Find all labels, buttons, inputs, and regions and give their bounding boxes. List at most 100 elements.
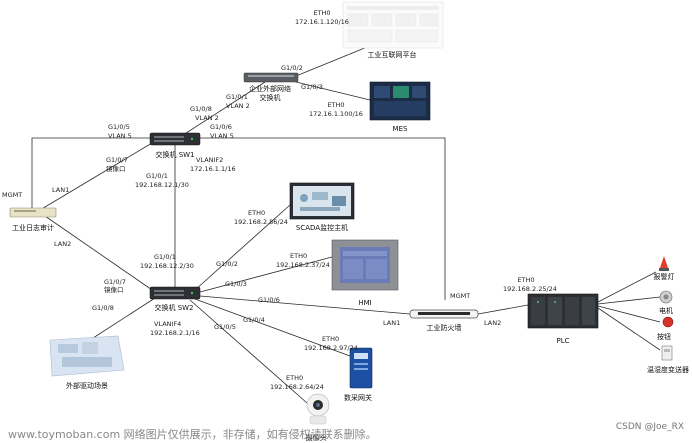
port-label: G1/0/7	[104, 278, 126, 286]
port-label: G1/0/2	[216, 260, 238, 268]
vlan-label: VLAN 2	[226, 102, 250, 110]
alarm-light-label: 报警灯	[654, 272, 675, 281]
iiot-platform-label: 工业互联网平台	[368, 50, 417, 59]
mes-eth-label: ETH0	[327, 101, 344, 109]
port-label: G1/0/1	[226, 93, 248, 101]
scada-ip-label: 192.168.2.86/24	[234, 218, 288, 226]
motor-label: 电机	[659, 306, 673, 315]
port-label: G1/0/7	[106, 156, 128, 164]
hmi-eth-label: ETH0	[290, 252, 307, 260]
push-button: 按钮	[657, 316, 674, 341]
link-enterprise-sw1	[179, 81, 266, 138]
link-sw2-gateway	[194, 298, 351, 357]
link-plc-sensor	[597, 307, 661, 351]
hmi-ip-label: 192.168.2.37/24	[276, 261, 330, 269]
mgmt-label: MGMT	[2, 191, 22, 199]
scada-eth-label: ETH0	[248, 209, 265, 217]
links	[31, 44, 661, 411]
link-sw1-firewall	[200, 137, 446, 300]
firewall-label: 工业防火墙	[427, 323, 462, 332]
plc: PLC ETH0 192.168.2.25/24	[503, 276, 599, 345]
hmi-panel: ETH0 192.168.2.37/24 HMI	[276, 239, 399, 307]
vlanif-label: VLANIF4	[154, 320, 181, 328]
ip-label: 192.168.12.2/30	[140, 262, 194, 270]
vlan-label: VLAN 5	[108, 132, 132, 140]
camera-label: 摄像头	[306, 433, 327, 442]
port-label: G1/0/8	[190, 105, 212, 113]
link-plc-alarm	[597, 271, 657, 303]
scada-host: ETH0 192.168.2.86/24 SCADA监控主机	[234, 182, 355, 232]
scada-label: SCADA监控主机	[296, 223, 348, 232]
sw1-label: 交换机 SW1	[155, 150, 194, 159]
camera: ETH0 192.168.2.64/24 摄像头	[270, 374, 330, 442]
sensor-label: 温湿度变送器	[647, 365, 689, 374]
mirror-port-label: 镜像口	[106, 164, 126, 173]
motor: 电机	[659, 290, 673, 315]
plc-ip-label: 192.168.2.25/24	[503, 285, 557, 293]
camera-eth-label: ETH0	[286, 374, 303, 382]
link-sw2-external	[89, 297, 156, 341]
link-platform-enterprise	[295, 44, 373, 77]
link-plc-motor	[597, 296, 661, 305]
port-label: G1/0/5	[214, 323, 236, 331]
vlanif-ip-label: 172.16.1.1/16	[190, 165, 236, 173]
gateway-eth-label: ETH0	[322, 335, 339, 343]
iiot-ip-label: 172.16.1.120/16	[295, 18, 349, 26]
enterprise-switch-label-2: 交换机	[260, 93, 281, 102]
port-label: G1/0/5	[108, 123, 130, 131]
hmi-label: HMI	[358, 299, 371, 307]
csdn-watermark: CSDN @Joe_RX	[616, 422, 684, 432]
port-label: G1/0/3	[225, 280, 247, 288]
iiot-platform: ETH0 172.16.1.120/16 工业互联网平台	[295, 1, 444, 59]
vlan-label: VLAN 2	[195, 114, 219, 122]
data-gateway: ETH0 192.168.2.97/24 数采网关	[304, 335, 373, 402]
port-label: G1/0/2	[281, 64, 303, 72]
port-label: G1/0/6	[258, 296, 280, 304]
mes-label: MES	[393, 125, 408, 133]
lan1-label: LAN1	[383, 319, 400, 327]
link-sw1-audit-mirror	[39, 142, 153, 211]
log-audit-device: 工业日志审计 MGMT LAN1 LAN2	[2, 186, 71, 248]
link-sw2-camera	[189, 299, 316, 411]
temp-humidity-sensor: 温湿度变送器	[647, 345, 689, 374]
plc-label: PLC	[556, 337, 569, 345]
alarm-light: 报警灯	[654, 256, 675, 281]
link-sw2-scada	[194, 204, 291, 291]
mgmt-label: MGMT	[450, 292, 470, 300]
lan2-label: LAN2	[54, 240, 71, 248]
vlanif-label: VLANIF2	[196, 156, 223, 164]
port-label: G1/0/6	[210, 123, 232, 131]
mes-server: ETH0 172.16.1.100/16 MES	[309, 81, 431, 133]
link-firewall-plc	[477, 304, 529, 315]
vlan-label: VLAN 5	[210, 132, 234, 140]
switch-sw1: 交换机 SW1 G1/0/8 VLAN 2 G1/0/5 VLAN 5 G1/0…	[106, 105, 236, 189]
ip-label: 192.168.12.1/30	[135, 181, 189, 189]
mirror-port-label: 镜像口	[104, 285, 124, 294]
switch-sw2: 交换机 SW2 VLANIF4 192.168.2.1/16 G1/0/1 19…	[92, 253, 280, 337]
log-audit-label: 工业日志审计	[12, 223, 54, 232]
camera-ip-label: 192.168.2.64/24	[270, 383, 324, 391]
port-label: G1/0/4	[243, 316, 265, 324]
plc-eth-label: ETH0	[517, 276, 534, 284]
industrial-firewall: 工业防火墙 MGMT LAN1 LAN2	[383, 292, 501, 332]
link-sw1-log-audit	[31, 137, 150, 210]
link-sw2-firewall	[199, 295, 411, 315]
enterprise-switch-label-1: 企业外部网络	[249, 84, 291, 93]
vlanif-ip-label: 192.168.2.1/16	[150, 329, 200, 337]
mes-ip-label: 172.16.1.100/16	[309, 110, 363, 118]
external-scene: 外部驱动场景	[49, 335, 125, 390]
port-label: G1/0/1	[146, 172, 168, 180]
link-sw2-hmi	[199, 256, 333, 293]
port-label: G1/0/8	[92, 304, 114, 312]
external-scene-label: 外部驱动场景	[66, 381, 108, 390]
iiot-eth-label: ETH0	[313, 9, 330, 17]
watermark-text: www.toymoban.com 网络图片仅供展示，非存储，如有侵权请联系删除。	[8, 427, 377, 441]
button-label: 按钮	[657, 332, 671, 341]
gateway-label: 数采网关	[344, 393, 372, 402]
sw2-label: 交换机 SW2	[154, 303, 193, 312]
port-label: G1/0/1	[154, 253, 176, 261]
port-label: G1/0/3	[301, 83, 323, 91]
link-plc-button	[597, 305, 661, 323]
